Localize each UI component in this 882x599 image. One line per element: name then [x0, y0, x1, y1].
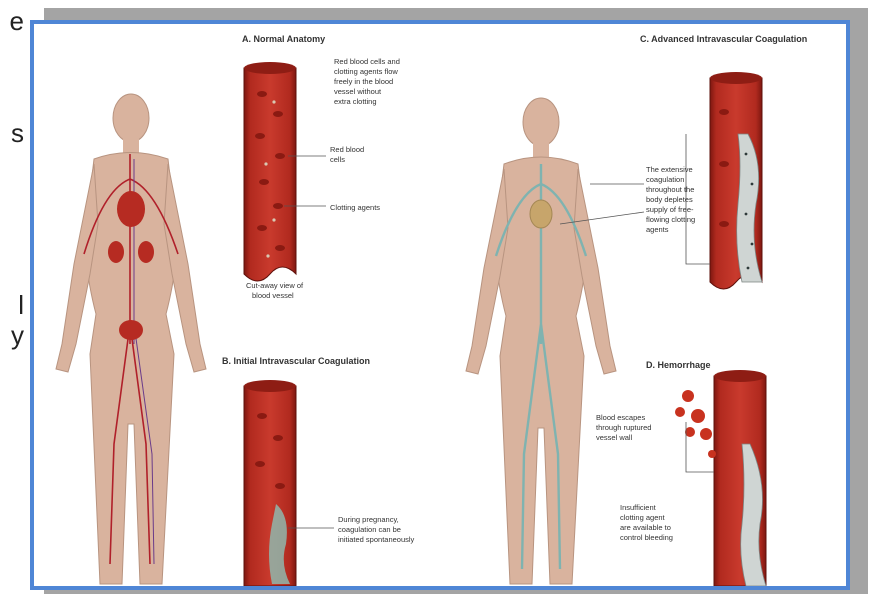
- panel-b-note: coagulation can be: [338, 525, 401, 534]
- panel-c-note: body depletes: [646, 195, 693, 204]
- dic-illustration: A. Normal Anatomy Red blood cells and cl…: [34, 24, 846, 586]
- panel-d-insufficient-note: control bleeding: [620, 533, 673, 542]
- panel-b-note: initiated spontaneously: [338, 535, 415, 544]
- panel-a-note: vessel without: [334, 87, 382, 96]
- label-red-blood-cells: Red blood: [330, 145, 364, 154]
- label-clotting-agents: Clotting agents: [330, 203, 380, 212]
- edge-char: l: [18, 290, 24, 321]
- body-figure-arterial: [56, 94, 206, 584]
- panel-d-title: D. Hemorrhage: [646, 360, 711, 370]
- label-cutaway-view: Cut-away view of: [246, 281, 304, 290]
- vessel-a-normal: [244, 62, 296, 281]
- panel-d-insufficient-note: Insufficient: [620, 503, 657, 512]
- cropped-edge-text: e s l y: [0, 0, 26, 599]
- label-red-blood-cells: cells: [330, 155, 345, 164]
- panel-a-note: freely in the blood: [334, 77, 393, 86]
- panel-a-note: Red blood cells and: [334, 57, 400, 66]
- panel-b-title: B. Initial Intravascular Coagulation: [222, 356, 370, 366]
- panel-c-note: The extensive: [646, 165, 693, 174]
- panel-c-note: flowing clotting: [646, 215, 695, 224]
- panel-a-note: extra clotting: [334, 97, 377, 106]
- panel-d-insufficient-note: are available to: [620, 523, 671, 532]
- edge-char: y: [11, 320, 24, 351]
- panel-c-note: agents: [646, 225, 669, 234]
- edge-char: e: [10, 6, 24, 37]
- panel-d-insufficient-note: clotting agent: [620, 513, 666, 522]
- medical-illustration-frame: A. Normal Anatomy Red blood cells and cl…: [30, 20, 850, 590]
- label-cutaway-view: blood vessel: [252, 291, 294, 300]
- panel-d-escape-note: vessel wall: [596, 433, 633, 442]
- panel-c-note: supply of free-: [646, 205, 694, 214]
- edge-char: s: [11, 118, 24, 149]
- body-figure-venous: [466, 98, 616, 584]
- vessel-b-initial: [244, 380, 296, 586]
- vessel-d-hemorrhage: [675, 370, 766, 586]
- panel-a-title: A. Normal Anatomy: [242, 34, 325, 44]
- panel-a-note: clotting agents flow: [334, 67, 398, 76]
- panel-d-escape-note: through ruptured: [596, 423, 651, 432]
- panel-d-escape-note: Blood escapes: [596, 413, 645, 422]
- panel-c-title: C. Advanced Intravascular Coagulation: [640, 34, 807, 44]
- panel-c-note: throughout the: [646, 185, 694, 194]
- vessel-c-advanced: [710, 72, 762, 289]
- panel-c-note: coagulation: [646, 175, 684, 184]
- panel-b-note: During pregnancy,: [338, 515, 399, 524]
